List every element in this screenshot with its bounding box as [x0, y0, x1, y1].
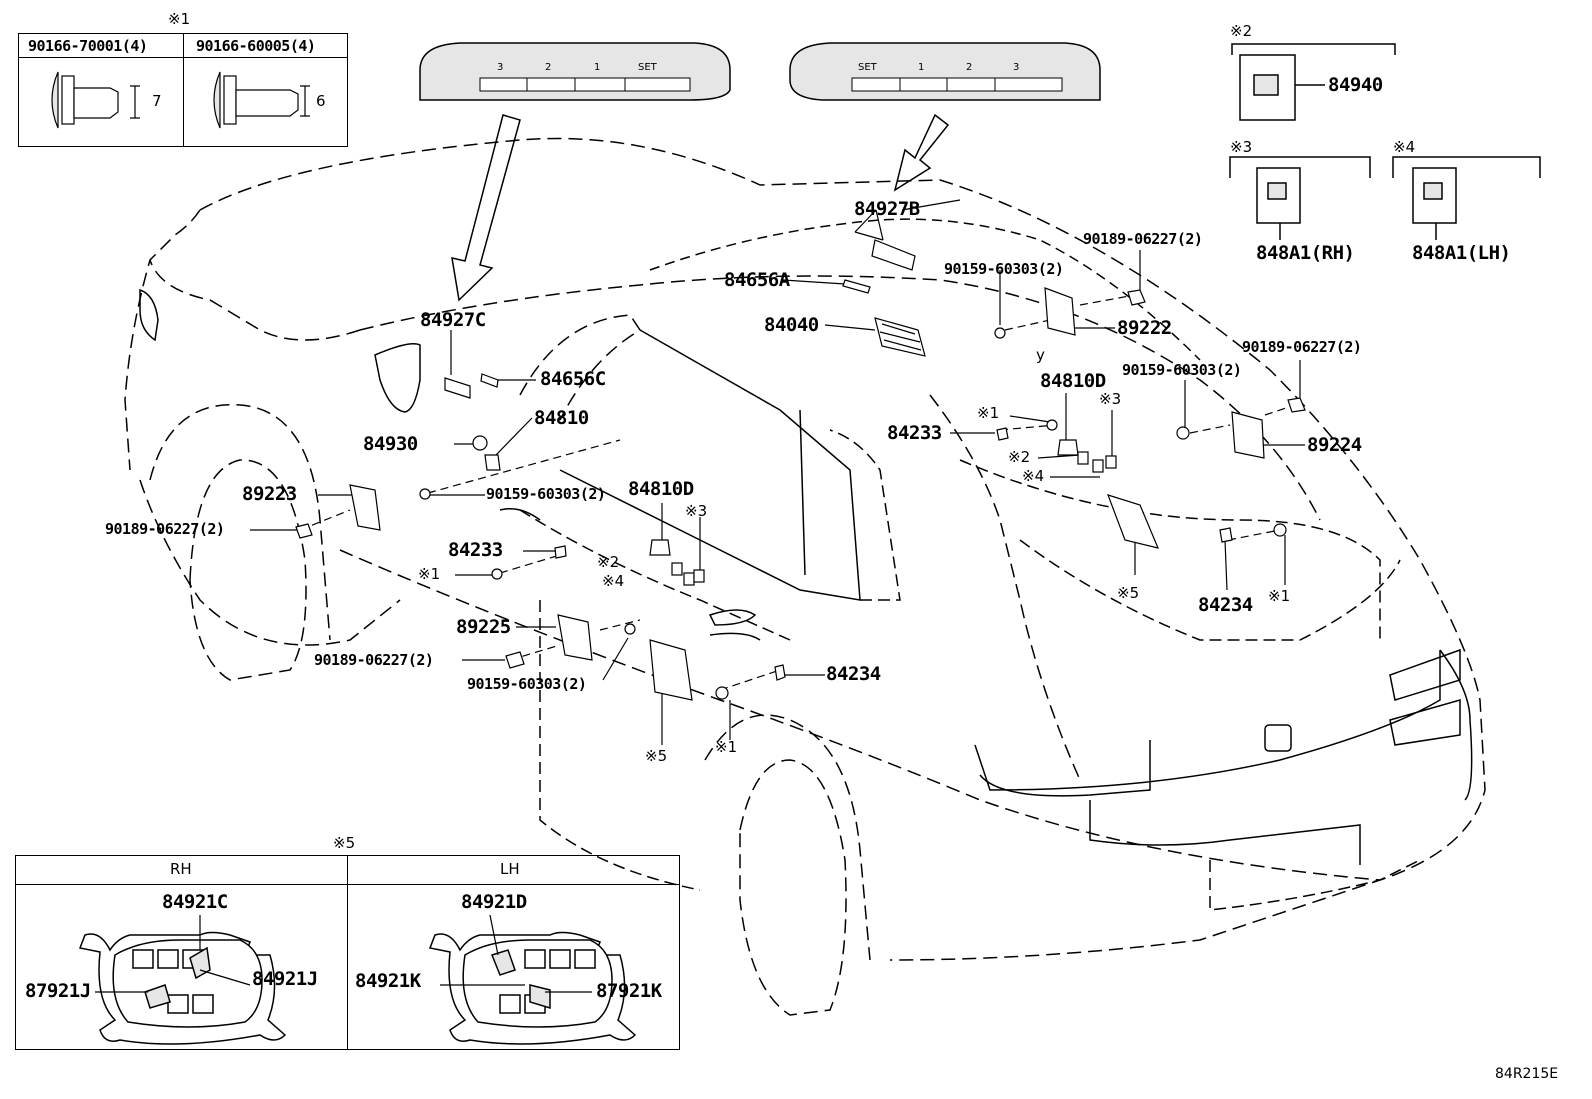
fastener-right-dim: 6: [316, 92, 326, 110]
y-mark: y: [1036, 346, 1045, 364]
note-1-label: ※1: [168, 10, 191, 28]
callout-89224: 89224: [1307, 434, 1362, 456]
right-panel-label: 3: [1013, 62, 1020, 73]
callout-84921j: 84921J: [252, 968, 318, 990]
callout-84921c: 84921C: [162, 891, 228, 913]
callout-90189-b: 90189-06227(2): [314, 651, 434, 669]
power-seat-switch-drawings: [78, 931, 637, 1045]
note-4-a: ※4: [602, 572, 625, 590]
bottom-box-note: ※5: [333, 834, 356, 852]
note-3-a: ※3: [685, 502, 708, 520]
overhead-switch-panel-right: [789, 42, 1101, 101]
fastener-drawings: [51, 71, 310, 129]
note-1-d: ※1: [1268, 587, 1291, 605]
diagram-code: 84R215E: [1495, 1066, 1559, 1082]
right-panel-label: SET: [858, 62, 877, 73]
small-parts: [295, 239, 1306, 701]
legend-note-4: ※4: [1393, 138, 1416, 156]
callout-84656c: 84656C: [540, 368, 606, 390]
fastener-left-dim: 7: [152, 92, 162, 110]
arrow-right-panel: [893, 113, 950, 192]
legend-part-848a1-rh: 848A1(RH): [1256, 242, 1355, 264]
callout-84927b: 84927B: [854, 198, 920, 220]
note-5-a: ※5: [645, 747, 668, 765]
note-1-b: ※1: [715, 738, 738, 756]
callout-84234-b: 84234: [1198, 594, 1253, 616]
note-1-a: ※1: [418, 565, 441, 583]
callout-84927c: 84927C: [420, 309, 486, 331]
legend-part-848a1-lh: 848A1(LH): [1412, 242, 1511, 264]
left-panel-label: 3: [497, 62, 504, 73]
callout-89225: 89225: [456, 616, 511, 638]
overhead-switch-panel-left: [419, 42, 731, 101]
callout-84656a: 84656A: [724, 269, 790, 291]
callout-84040: 84040: [764, 314, 819, 336]
note-4-b: ※4: [1022, 467, 1045, 485]
right-panel-label: 2: [966, 62, 973, 73]
legend-note-3: ※3: [1230, 138, 1253, 156]
callout-89222: 89222: [1117, 317, 1172, 339]
legend-frames: [1229, 43, 1541, 240]
left-panel-label: 1: [594, 62, 601, 73]
callout-84810: 84810: [534, 407, 589, 429]
callout-90189-d: 90189-06227(2): [1242, 338, 1362, 356]
callout-87921j: 87921J: [25, 980, 91, 1002]
callout-84233-a: 84233: [448, 539, 503, 561]
callout-87921k: 87921K: [596, 980, 662, 1002]
note-1-c: ※1: [977, 404, 1000, 422]
callout-90189-a: 90189-06227(2): [105, 520, 225, 538]
rh-header: RH: [170, 860, 192, 878]
callout-84930: 84930: [363, 433, 418, 455]
callout-84234-a: 84234: [826, 663, 881, 685]
fastener-table-divider: [183, 33, 184, 147]
callout-89223: 89223: [242, 483, 297, 505]
callout-90159-b: 90159-60303(2): [467, 675, 587, 693]
right-panel-label: 1: [918, 62, 925, 73]
fastener-left-part: 90166-70001(4): [28, 37, 148, 55]
power-seat-switch-divider: [347, 855, 348, 1050]
callout-84921k: 84921K: [355, 970, 421, 992]
callout-90159-a: 90159-60303(2): [486, 485, 606, 503]
note-2-a: ※2: [597, 553, 620, 571]
callout-90189-c: 90189-06227(2): [1083, 230, 1203, 248]
arrow-left-panel: [451, 114, 521, 302]
note-3-b: ※3: [1099, 390, 1122, 408]
left-panel-label: 2: [545, 62, 552, 73]
callout-84233-b: 84233: [887, 422, 942, 444]
callout-84921d: 84921D: [461, 891, 527, 913]
note-5-b: ※5: [1117, 584, 1140, 602]
callout-84810d-a: 84810D: [628, 478, 694, 500]
left-panel-label: SET: [638, 62, 657, 73]
legend-note-2: ※2: [1230, 22, 1253, 40]
note-2-b: ※2: [1008, 448, 1031, 466]
bottom-leaders: [95, 914, 592, 993]
lh-header: LH: [500, 860, 520, 878]
callout-84810d-b: 84810D: [1040, 370, 1106, 392]
callout-90159-d: 90159-60303(2): [1122, 361, 1242, 379]
fastener-right-part: 90166-60005(4): [196, 37, 316, 55]
legend-part-84940: 84940: [1328, 74, 1383, 96]
callout-90159-c: 90159-60303(2): [944, 260, 1064, 278]
